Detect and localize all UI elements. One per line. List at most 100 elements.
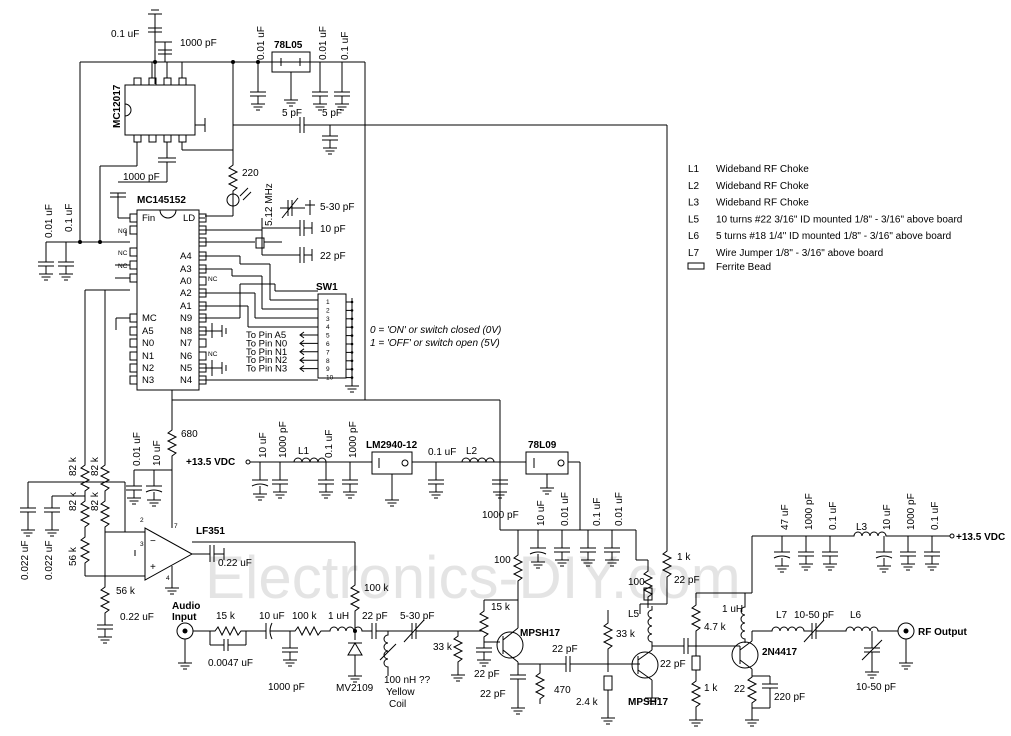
- legend-ref-1: L2: [688, 181, 700, 192]
- c-10pf-label: 10 pF: [320, 224, 346, 235]
- legend-ref-5: L7: [688, 248, 700, 259]
- supply-right-label: +13.5 VDC: [956, 532, 1005, 543]
- to-pin-label-4: To Pin N3: [246, 364, 287, 375]
- r-33k-b-label: 33 k: [616, 629, 636, 640]
- left-decoupling: 0.01 uF 0.1 uF: [38, 204, 80, 281]
- oscillator-section: 100 15 k 22 pF MPSH17 22 pF 470 22 pF 33…: [474, 125, 740, 725]
- note-on: 0 = 'ON' or switch closed (0V): [370, 325, 501, 336]
- c-1000pf-mid-label: 1000 pF: [123, 172, 160, 183]
- c-0-022uf-a-label: 0.022 uF: [20, 541, 31, 580]
- r-2-4k-label: 2.4 k: [576, 697, 599, 708]
- sw1-position-2: 2: [326, 307, 330, 314]
- mc145152-chip: [136, 209, 200, 391]
- mc145152-left-pin-10: N3: [142, 375, 154, 386]
- c-0-22uf-b-label: 0.22 uF: [120, 612, 154, 623]
- mc145152-right-pin-4: A4: [180, 251, 192, 262]
- r-680-label: 680: [181, 429, 198, 440]
- sw1-position-7: 7: [326, 349, 330, 356]
- mc145152-right-pin-10: N8: [180, 326, 192, 337]
- svg-text:7: 7: [174, 523, 178, 530]
- mc145152-label: MC145152: [137, 195, 186, 206]
- c-10uf-d-label: 10 uF: [882, 504, 893, 530]
- reg-78l09-label: 78L09: [528, 440, 557, 451]
- xtal-freq-label: 5.12 MHz: [264, 183, 275, 226]
- r-1k-a-label: 1 k: [677, 552, 691, 563]
- c-10-50pf-b-label: 10-50 pF: [856, 682, 896, 693]
- sw1-dip-switch[interactable]: [317, 293, 347, 379]
- c-220pf-label: 220 pF: [774, 692, 805, 703]
- varactor-diode: [347, 642, 363, 656]
- nc-right-1: NC: [208, 351, 218, 358]
- legend-ref-2: L3: [688, 198, 700, 209]
- mc145152-right-pin-0: LD: [183, 213, 195, 224]
- legend-desc-4: 5 turns #18 1/4" ID mounted 1/8" - 3/16"…: [716, 231, 951, 242]
- c-10uf-b-label: 10 uF: [536, 500, 547, 526]
- sw1-position-10: 10: [326, 375, 334, 382]
- c-0-01uf-left-label: 0.01 uF: [44, 204, 55, 238]
- c-0-1uf-b-label: 0.1 uF: [428, 447, 456, 458]
- q2-transistor: [631, 651, 659, 679]
- mc145152-right-pin-8: A1: [180, 301, 192, 312]
- to-pin-label-3: To Pin N2: [246, 355, 287, 366]
- c-0-01uf-c-label: 0.01 uF: [614, 492, 625, 526]
- reg-lm2940-body: [371, 451, 413, 475]
- c-10uf-a-label: 10 uF: [258, 432, 269, 458]
- r-56k-a-label: 56 k: [68, 546, 79, 566]
- ferrite-bead-c: [691, 655, 701, 671]
- c-1000pf-d-label: 1000 pF: [268, 682, 305, 693]
- c-10uf-lf-label: 10 uF: [152, 440, 163, 466]
- rf-output-label: RF Output: [918, 627, 968, 638]
- mc145152-left-pin-3: NC: [118, 263, 128, 270]
- output-stage: 4.7 k 1 k 1 uH 2N4417 22 220 pF L7 10-50…: [688, 493, 1005, 727]
- legend-desc-5: Wire Jumper 1/8" - 3/16" above board: [716, 248, 883, 259]
- c-0-01uf-78a-label: 0.01 uF: [256, 26, 267, 60]
- lf351-opamp: [144, 527, 194, 581]
- c-0-1uf-a-label: 0.1 uF: [324, 430, 335, 458]
- c-0-22uf-a-label: 0.22 uF: [218, 558, 252, 569]
- l-100nh-label: 100 nH ??: [384, 675, 431, 686]
- l-1uh-a-label: 1 uH: [328, 611, 349, 622]
- l3-label: L3: [856, 522, 868, 533]
- sw1-position-6: 6: [326, 341, 330, 348]
- c-0-1uf-e-label: 0.1 uF: [930, 502, 941, 530]
- ferrite-bead-a: [603, 675, 613, 691]
- legend-desc-0: Wideband RF Choke: [716, 164, 809, 175]
- reg-lm2940-label: LM2940-12: [366, 440, 418, 451]
- to-pin-label-0: To Pin A5: [246, 330, 286, 341]
- mc12017-chip: [124, 84, 196, 136]
- r-100k-a-label: 100 k: [364, 583, 389, 594]
- mc145152-right-pin-12: N6: [180, 351, 192, 362]
- sw1-position-3: 3: [326, 316, 330, 323]
- supply-left-label: +13.5 VDC: [186, 457, 235, 468]
- c-0-01uf-78b-label: 0.01 uF: [318, 26, 329, 60]
- mc145152-left-pin-8: N1: [142, 351, 154, 362]
- r-33k-a-label: 33 k: [433, 642, 453, 653]
- mc145152-right-pin-6: A0: [180, 276, 192, 287]
- c-22pf-d-label: 22 pF: [552, 644, 578, 655]
- legend-desc-3: 10 turns #22 3/16" ID mounted 1/8" - 3/1…: [716, 214, 962, 225]
- c-10-50pf-a-label: 10-50 pF: [794, 610, 834, 621]
- l5-label: L5: [628, 609, 640, 620]
- coil-label: Coil: [389, 699, 406, 710]
- l6-label: L6: [850, 610, 862, 621]
- q1-label: MPSH17: [520, 628, 560, 639]
- input-label: Input: [172, 612, 197, 623]
- legend-desc-1: Wideband RF Choke: [716, 181, 809, 192]
- r-82k-a-label: 82 k: [68, 456, 79, 476]
- mc145152-right-pin-14: N4: [180, 375, 192, 386]
- r-22-label: 22: [734, 684, 746, 695]
- audio-label: Audio: [172, 601, 200, 612]
- watermark: Electronics-DIY.com: [205, 544, 741, 611]
- yellow-label: Yellow: [386, 687, 415, 698]
- c-10uf-c-label: 10 uF: [259, 611, 285, 622]
- svg-text:3: 3: [140, 541, 144, 548]
- mc145152-left-pin-7: N0: [142, 338, 154, 349]
- sw1-position-1: 1: [326, 299, 330, 306]
- r-15k-a-label: 15 k: [216, 611, 236, 622]
- r-1k-b-label: 1 k: [704, 683, 718, 694]
- l-1uh-b-label: 1 uH: [722, 604, 743, 615]
